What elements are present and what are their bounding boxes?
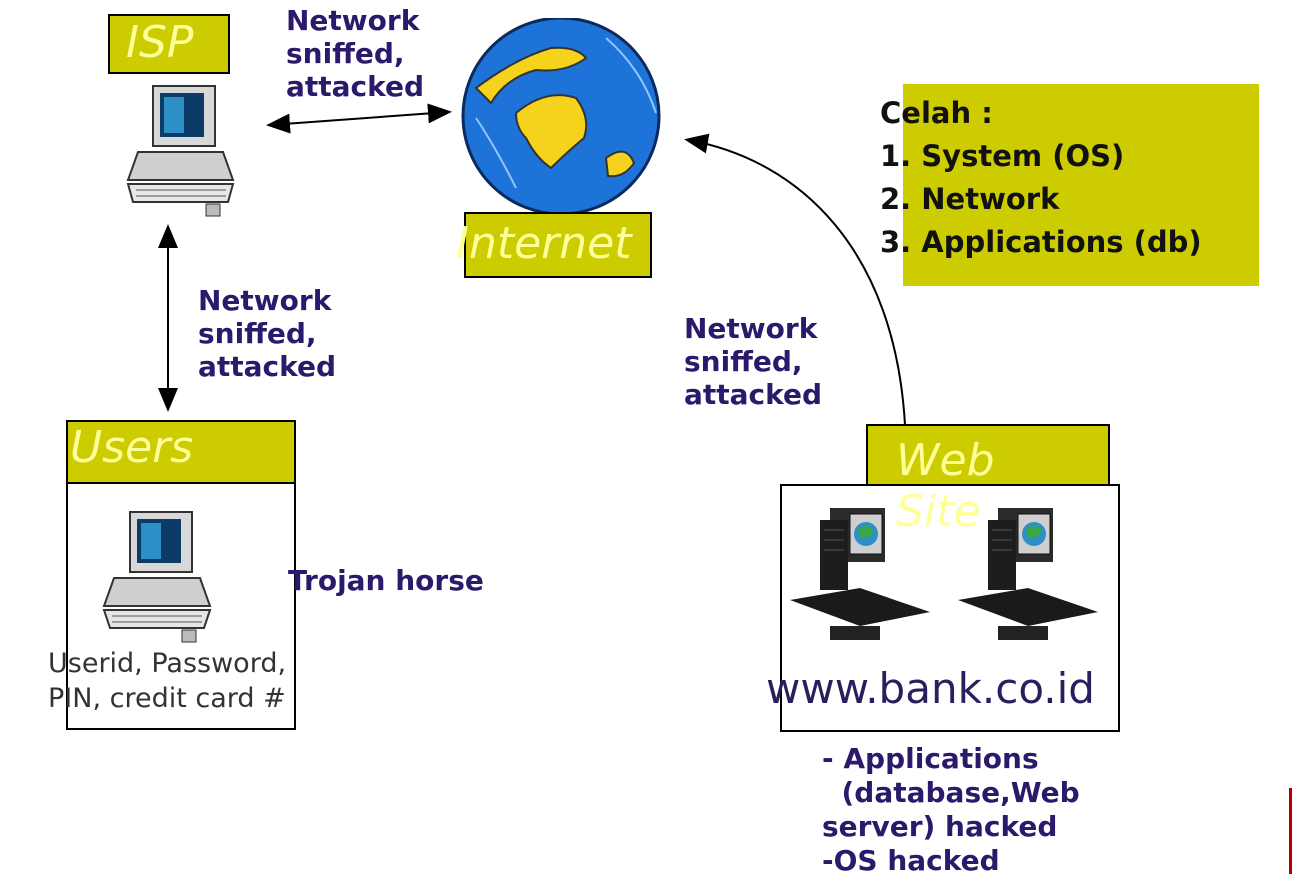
website-internet-annotation: Network sniffed, attacked (684, 312, 823, 412)
server-left-icon (790, 508, 930, 640)
website-threat-notes: - Applications (database,Web server) hac… (822, 742, 1080, 877)
isp-label: ISP (126, 17, 194, 68)
users-computer-icon (92, 506, 216, 646)
website-label-box (866, 424, 1110, 486)
isp-users-annotation: Network sniffed, attacked (198, 284, 337, 384)
internet-label: Internet (456, 218, 632, 269)
website-label: Web Site (896, 435, 995, 537)
celah-text-block: Celah : 1. System (OS) 2. Network 3. App… (880, 92, 1202, 264)
celah-item-system: 1. System (OS) (880, 139, 1125, 173)
celah-panel (903, 84, 1259, 286)
website-internet-arrow (684, 133, 906, 426)
users-credentials: Userid, Password, PIN, credit card # (48, 648, 287, 715)
page-edge-marker (1289, 788, 1292, 874)
globe-icon (461, 18, 661, 216)
website-url: www.bank.co.id (766, 664, 1095, 713)
celah-title: Celah : (880, 96, 993, 130)
isp-computer-icon (118, 80, 238, 220)
internet-label-box (464, 212, 652, 278)
isp-label-box (108, 14, 230, 74)
website-frame (780, 484, 1120, 732)
isp-internet-annotation: Network sniffed, attacked (286, 4, 425, 104)
server-right-icon (958, 508, 1098, 640)
celah-item-applications: 3. Applications (db) (880, 225, 1202, 259)
celah-item-network: 2. Network (880, 182, 1060, 216)
trojan-horse-label: Trojan horse (288, 564, 484, 597)
isp-internet-arrow (266, 103, 452, 134)
users-label: Users (70, 422, 194, 473)
users-frame (66, 482, 296, 730)
